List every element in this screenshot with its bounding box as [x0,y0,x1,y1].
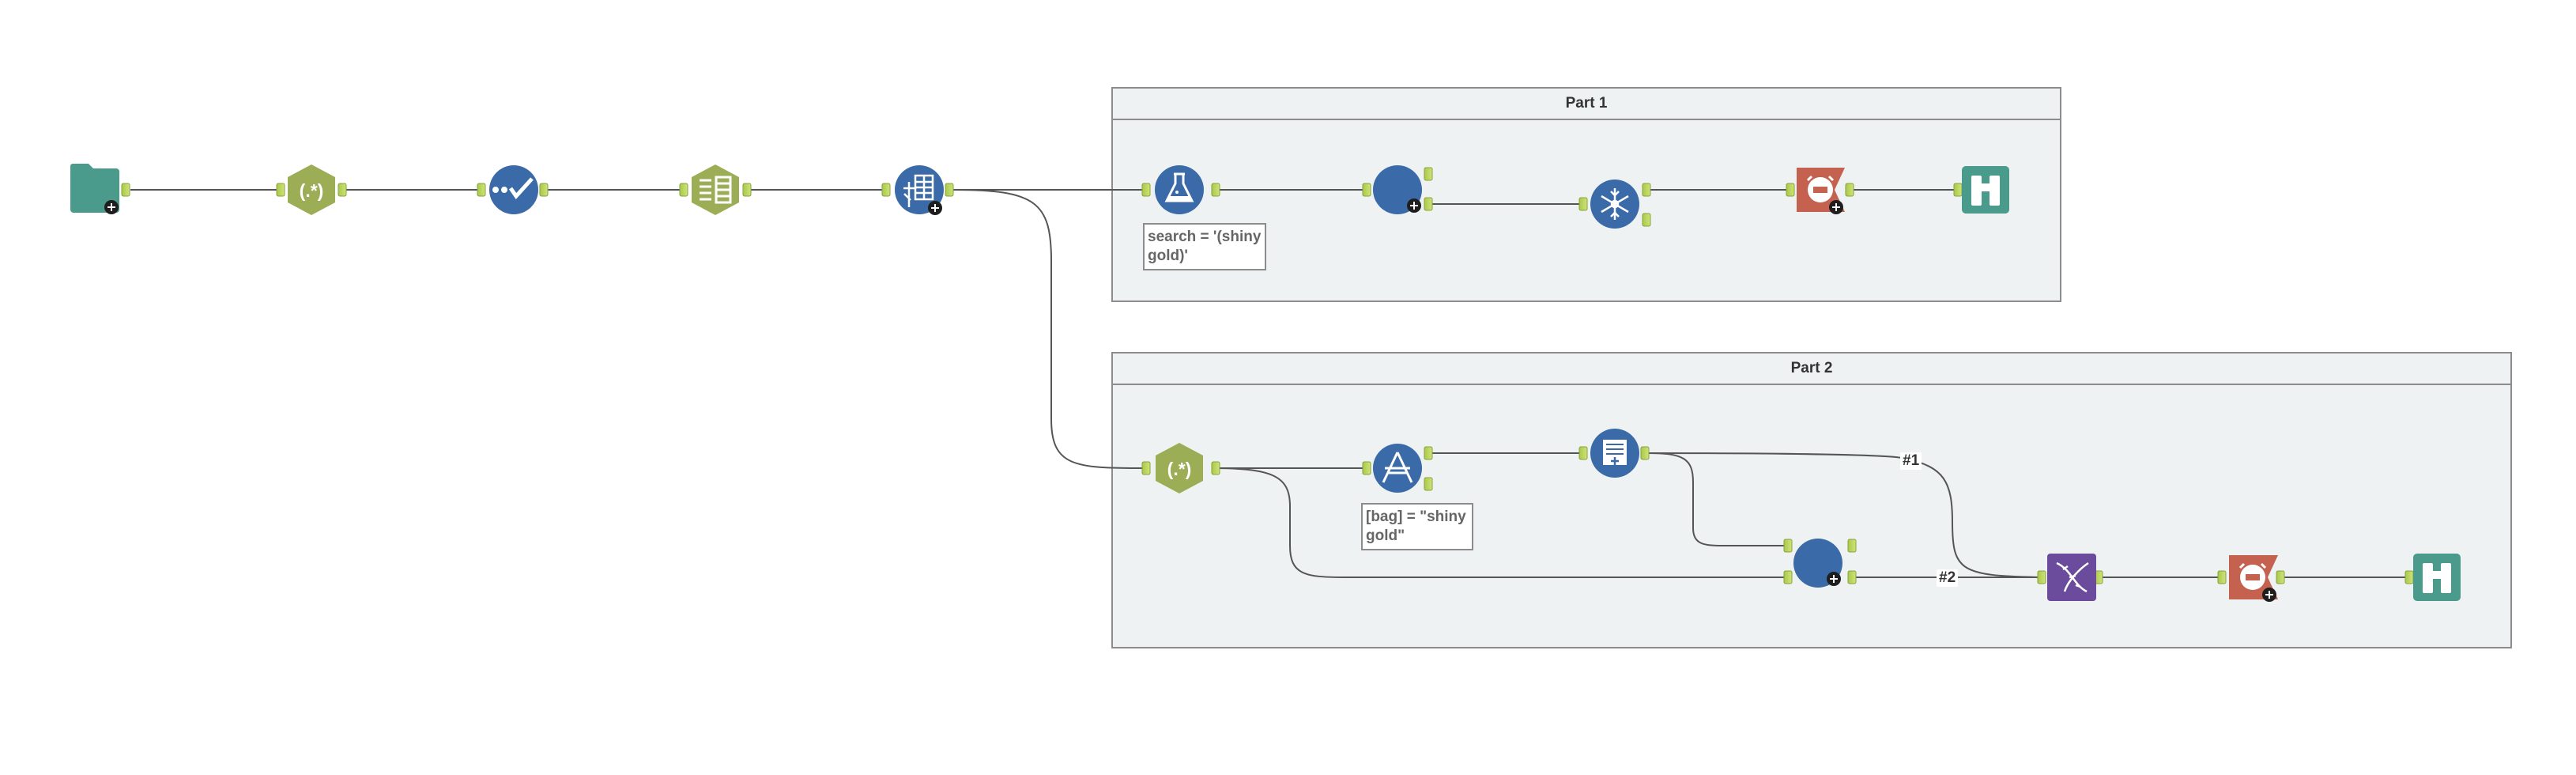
summarize-icon [1603,440,1627,465]
container-part-1[interactable]: Part 1 [1111,87,2061,302]
output-anchor [1847,570,1857,584]
input-anchor [1783,570,1793,584]
input-anchor [1362,183,1371,197]
generate-rows-tool[interactable] [1590,180,1639,229]
output-anchor [1845,183,1854,197]
connection-line [952,189,1143,469]
regex-icon [1156,443,1203,493]
checkmark-icon [492,177,534,199]
output-anchor [1642,213,1651,227]
filter-tool[interactable] [1373,165,1422,214]
input-anchor [2217,570,2227,584]
input-data-tool[interactable] [70,164,119,214]
triangle-filter-icon [1382,452,1413,483]
container-part-2[interactable]: Part 2 [1111,352,2512,648]
macro-icon [2238,562,2267,590]
connection-label: #2 [1937,569,1959,587]
text-to-columns-icon [700,176,732,204]
transpose-tool[interactable] [895,165,944,215]
output-anchor [945,183,954,197]
macro-tool[interactable] [1797,168,1845,214]
anchors[interactable] [121,167,2414,584]
input-anchor [2037,570,2046,584]
output-anchor [1424,446,1433,460]
container-title[interactable]: Part 1 [1113,89,2060,120]
flask-icon [1164,172,1194,202]
output-anchor [742,183,752,197]
snowflake-icon [1601,188,1629,220]
input-anchor [276,183,285,197]
input-anchor [1141,183,1151,197]
output-anchor [1847,539,1857,553]
filter-tool[interactable] [1373,444,1422,493]
input-anchor [1578,197,1588,211]
container-title[interactable]: Part 2 [1113,353,2510,385]
output-anchor [121,183,130,197]
filter-tool[interactable] [1793,539,1842,588]
filter-annotation: [bag] = "shiny gold" [1361,503,1473,550]
connection-line [1647,452,1786,546]
connections [130,189,2405,578]
svg-text:(.*): (.*) [300,180,324,201]
output-anchor [1642,183,1651,197]
formula-annotation: search = '(shiny gold)' [1143,223,1266,270]
input-anchor [1953,183,1963,197]
browse-tool[interactable] [2413,554,2461,601]
input-anchor [1362,461,1371,475]
summarize-tool[interactable] [1590,429,1639,478]
regex-tool[interactable]: (.*) [1156,443,1203,493]
input-anchor [1578,446,1588,460]
output-anchor [1424,167,1433,181]
regex-icon [288,164,335,215]
plus-badge-icon [104,200,119,214]
input-anchor [881,183,891,197]
binoculars-icon [1971,176,2000,206]
connection-line [1647,452,2040,578]
text-to-columns-tool[interactable] [692,164,739,215]
output-anchor [338,183,347,197]
input-anchor [2404,570,2414,584]
svg-text:(.*): (.*) [1167,459,1192,479]
macro-tool[interactable] [2229,555,2278,602]
binoculars-icon [2423,563,2451,593]
output-anchor [539,183,549,197]
output-anchor [1424,477,1433,491]
dna-icon [2056,561,2089,593]
input-anchor [1786,183,1795,197]
output-anchor [1211,183,1220,197]
select-tool[interactable] [489,165,538,214]
connection-label: #1 [1900,452,1922,470]
input-anchor [1141,461,1151,475]
output-anchor [1640,446,1650,460]
input-anchor [477,183,486,197]
macro-icon [1806,175,1835,202]
formula-tool[interactable] [1155,165,1204,214]
connection-line [1211,467,1786,578]
regex-tool[interactable]: (.*) [288,164,335,215]
output-anchor [1424,197,1433,211]
output-anchor [2276,570,2285,584]
output-anchor [1211,461,1220,475]
input-anchor [1783,539,1793,553]
table-cross-icon [903,174,934,207]
input-anchor [679,183,688,197]
append-fields-tool[interactable] [2047,554,2096,601]
browse-tool[interactable] [1962,166,2009,214]
